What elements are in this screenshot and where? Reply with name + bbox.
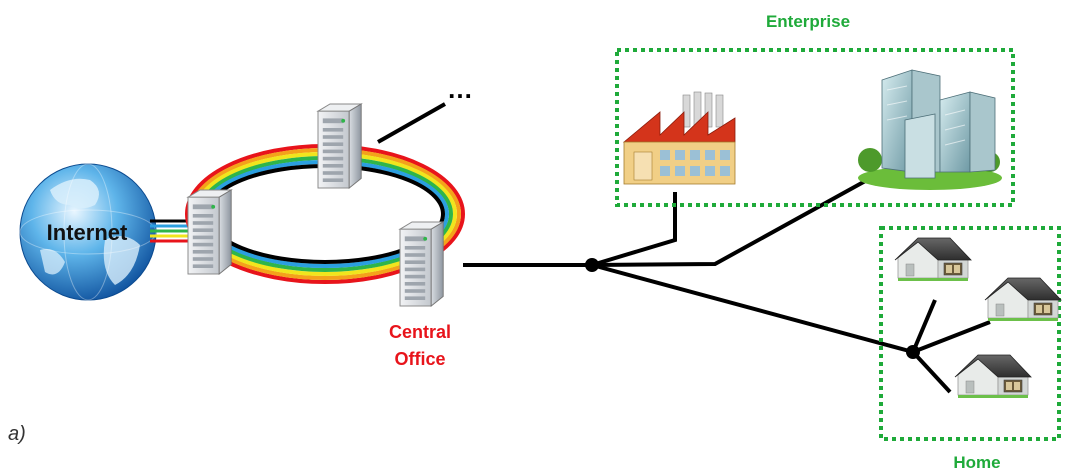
house-icon [984,277,1062,322]
ellipsis-label: … [447,74,473,104]
office-buildings-icon [858,69,1002,190]
home-label: Home [953,453,1000,472]
internet-label: Internet [47,220,128,245]
home-group: Home [879,226,1062,472]
splitter-node-icon [585,258,599,272]
enterprise-border [615,48,1015,207]
enterprise-label: Enterprise [766,12,850,31]
ring-extension-link [377,102,446,144]
central-office-label-line1: Central [389,322,451,342]
factory-icon [622,91,736,185]
server-icon [317,103,362,189]
distribution-fibers [463,172,991,394]
house-icon [894,237,972,282]
splitter-node-icon [906,345,920,359]
house-icon [954,354,1032,399]
server-icon [187,189,232,275]
enterprise-group: Enterprise [615,12,1015,207]
server-icon [399,221,444,307]
internet-globe: Internet [19,163,157,301]
central-office-label-line2: Office [394,349,445,369]
home-border [879,226,1061,441]
figure-caption: a) [8,423,26,445]
